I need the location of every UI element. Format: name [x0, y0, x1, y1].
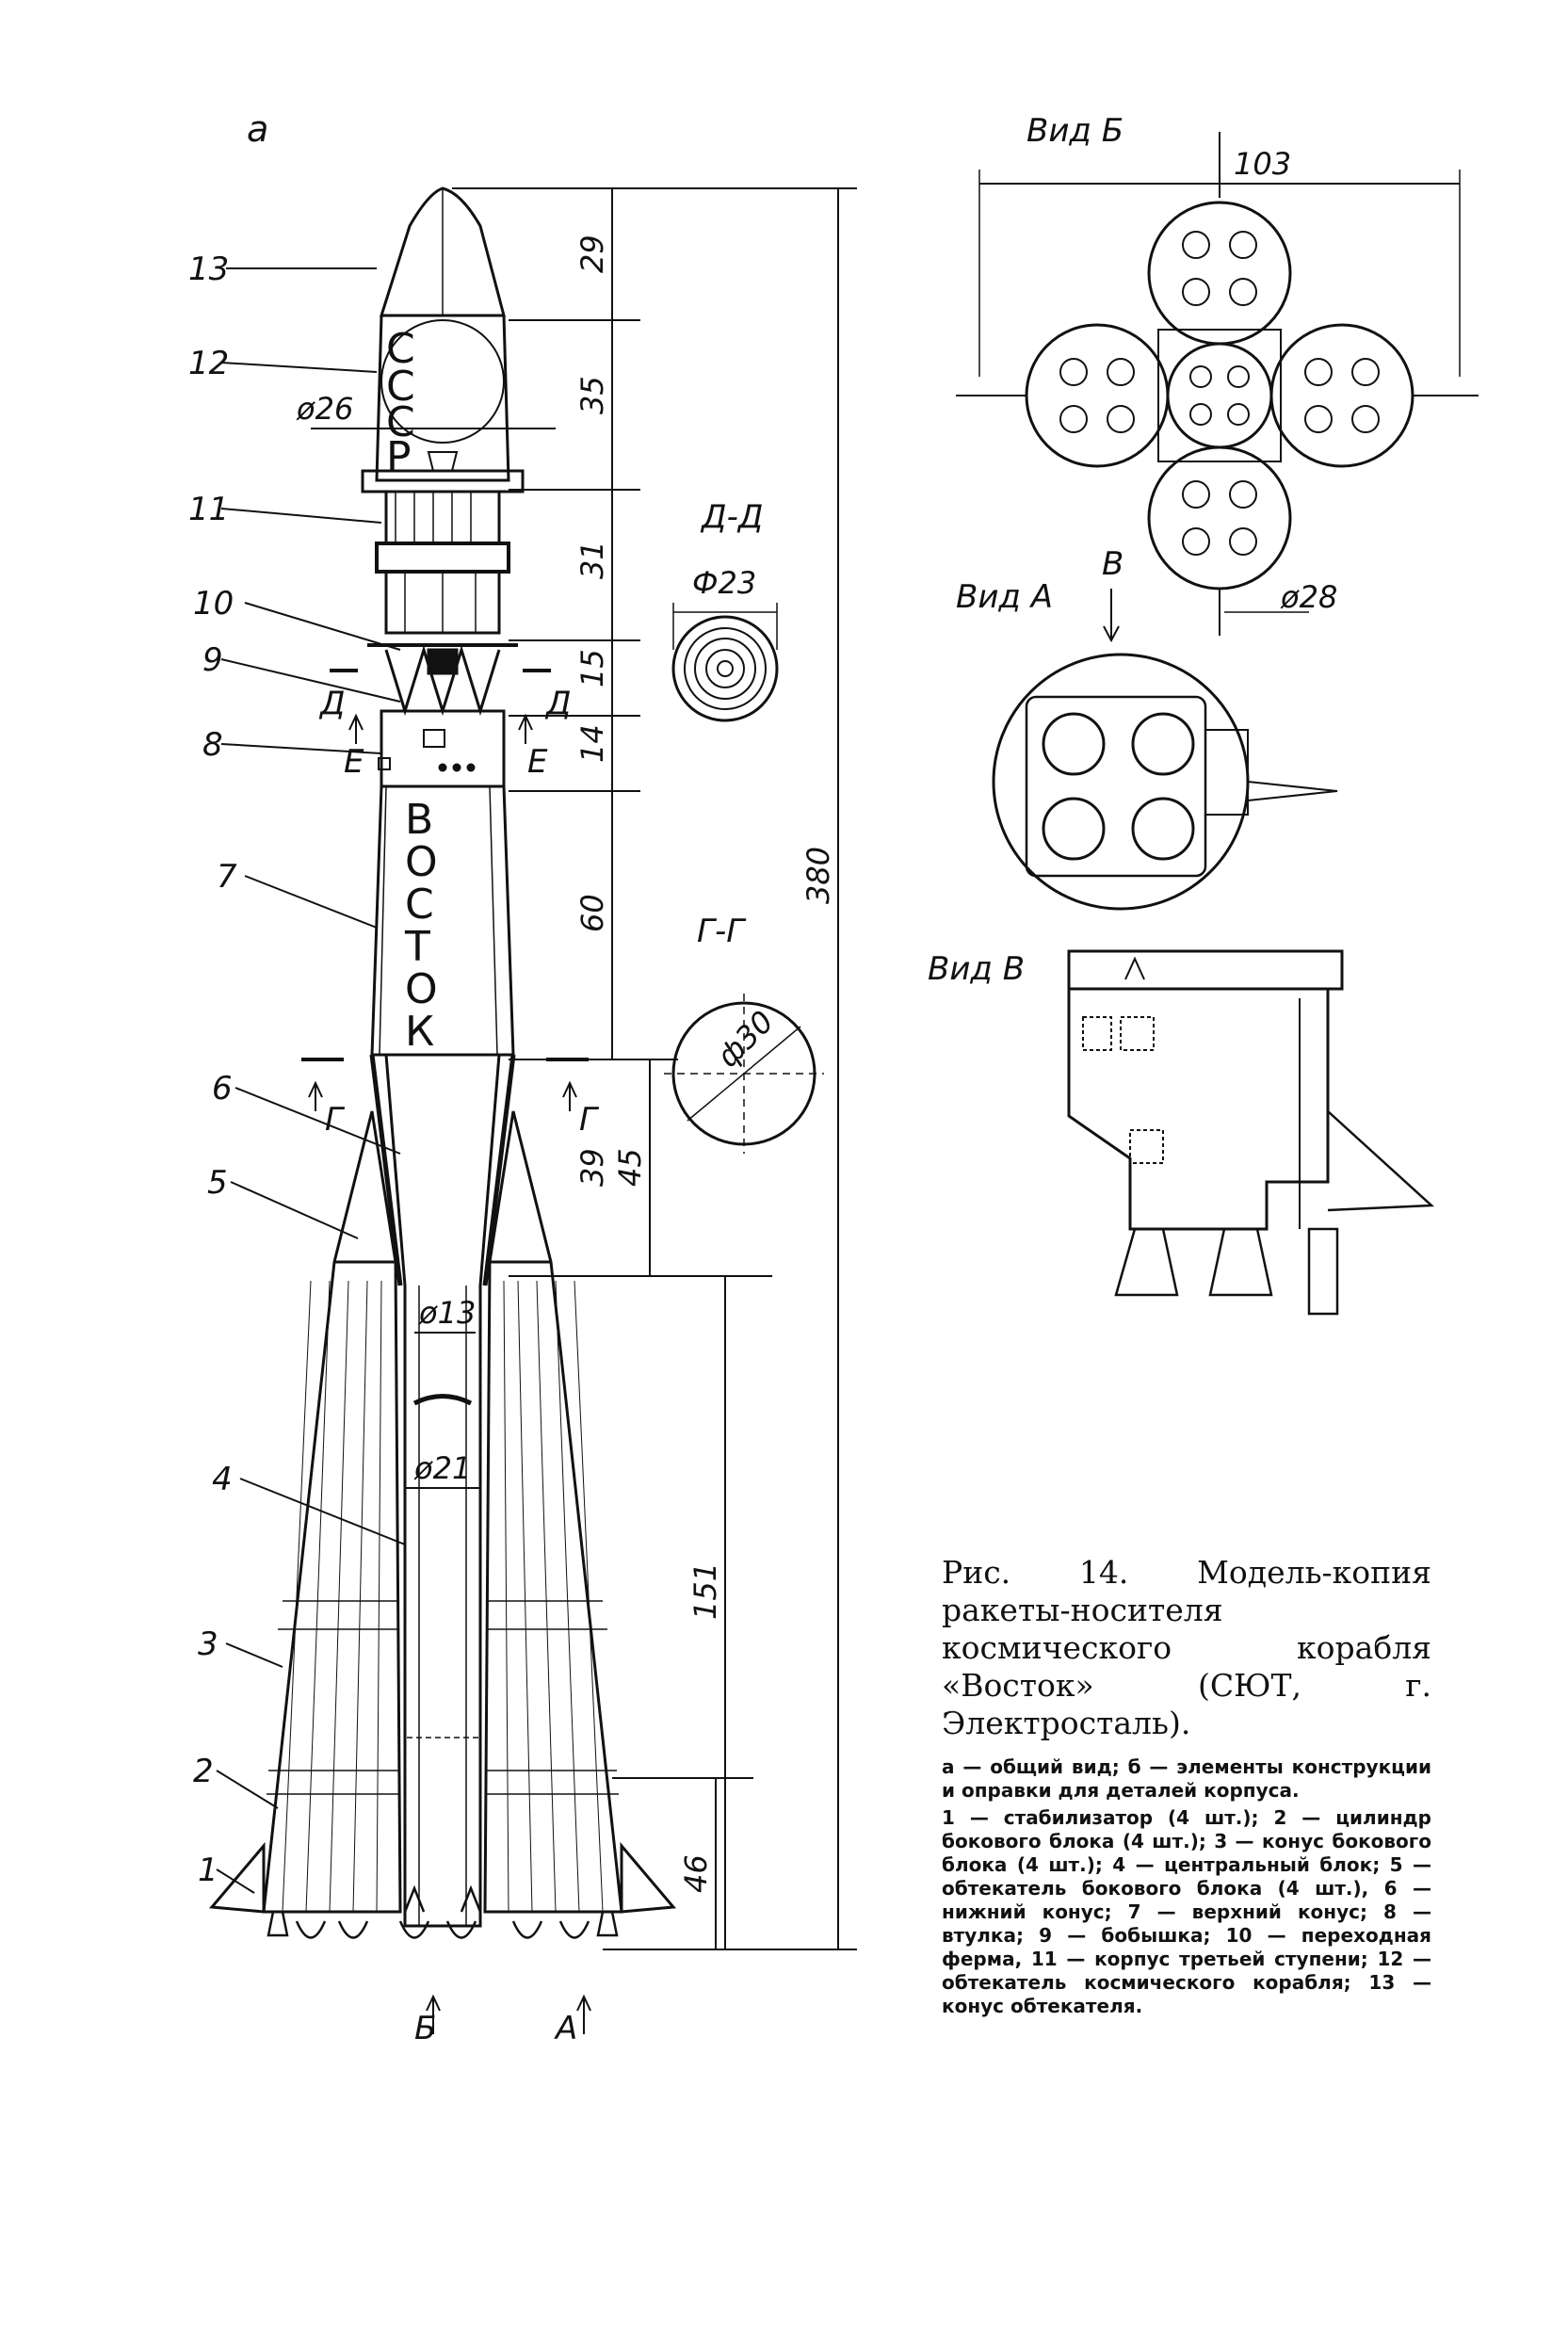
side-block-right	[483, 1110, 677, 1914]
part-number-6: 6	[212, 1070, 233, 1108]
sleeve	[378, 709, 506, 788]
dim-31: 31	[574, 541, 610, 579]
dimension-labels: 29 35 31 15 14 60 39 45 151 46 380 ø26 ø…	[296, 234, 836, 1893]
mark-e-right: Е	[527, 743, 548, 781]
dim-60: 60	[574, 894, 610, 932]
side-block-left	[208, 1110, 402, 1914]
part-number-9: 9	[202, 641, 223, 679]
part-number-3: 3	[198, 1625, 218, 1663]
dim-14: 14	[574, 724, 610, 763]
stabilizer-right	[620, 1841, 677, 1914]
dimension-lines	[311, 187, 857, 1950]
view-v	[1067, 949, 1435, 1316]
nose-cone	[379, 186, 506, 317]
dim-phi30: ф30	[710, 1004, 781, 1075]
part-number-12: 12	[188, 345, 229, 382]
dim-380: 380	[800, 847, 836, 904]
engine-nozzles	[267, 1884, 619, 1939]
figure-caption: Рис. 14. Модель-копия ракеты-носителя ко…	[942, 1554, 1431, 2022]
dim-phi23: Ф23	[692, 565, 756, 601]
dim-45: 45	[612, 1148, 648, 1187]
dim-phi13: ø13	[418, 1295, 476, 1331]
caption-title: Рис. 14. Модель-копия ракеты-носителя ко…	[942, 1554, 1431, 1741]
dim-103: 103	[1234, 146, 1291, 182]
caption-body: а — общий вид; б — элементы конструкции …	[942, 1755, 1431, 2018]
part-number-13: 13	[188, 251, 229, 288]
section-marks-rocket	[301, 669, 591, 2034]
third-stage-body	[375, 490, 510, 635]
part-number-4: 4	[212, 1461, 233, 1498]
caption-legend: 1 — стабилизатор (4 шт.); 2 — цилиндр бо…	[942, 1806, 1431, 2017]
dim-151: 151	[687, 1562, 723, 1620]
upper-cone	[370, 784, 515, 1057]
central-block	[384, 1054, 501, 1928]
part-number-2: 2	[193, 1753, 214, 1790]
mark-g-left: Г	[325, 1101, 346, 1139]
part-numbers: 13 12 11 10 9 8 7 6 5 4 3 2 1	[188, 251, 237, 1889]
view-b	[956, 132, 1479, 636]
mark-b-bottom: Б	[414, 2010, 436, 2047]
dim-35: 35	[574, 376, 610, 414]
section-dd-view	[671, 603, 779, 722]
mark-v-arrow-label: В	[1102, 545, 1123, 583]
mark-e-left: Е	[344, 743, 364, 781]
dim-39: 39	[574, 1148, 610, 1187]
part-number-1: 1	[198, 1852, 218, 1889]
view-a-arrow	[1103, 589, 1120, 643]
view-v-title: Вид В	[928, 950, 1025, 988]
mark-d-right: Д	[544, 685, 572, 722]
section-gg-view	[664, 994, 824, 1154]
dim-15: 15	[574, 649, 610, 687]
transition-truss	[367, 643, 518, 717]
dim-46: 46	[678, 1854, 714, 1893]
part-number-7: 7	[217, 858, 237, 896]
view-a-title: Вид А	[956, 578, 1053, 616]
part-number-5: 5	[207, 1164, 228, 1202]
dim-29: 29	[574, 234, 610, 273]
dim-phi26: ø26	[296, 391, 353, 427]
figure-label-a: а	[247, 108, 268, 150]
view-a	[992, 653, 1338, 911]
section-dd-title: Д-Д	[700, 498, 763, 536]
caption-line-a: а — общий вид; б — элементы конструкции …	[942, 1755, 1431, 1802]
part-number-8: 8	[202, 726, 223, 764]
section-gg-title: Г-Г	[697, 913, 747, 950]
view-b-title: Вид Б	[1026, 112, 1123, 150]
dim-phi28: ø28	[1280, 579, 1337, 615]
lower-cone	[369, 1054, 516, 1286]
part-number-10: 10	[193, 585, 234, 623]
stabilizer-left	[208, 1841, 266, 1914]
part-number-11: 11	[188, 491, 229, 528]
dim-phi21: ø21	[413, 1450, 471, 1486]
section-mark-labels: Д Д Е Е Г Г Б А	[318, 685, 600, 2047]
mark-d-left: Д	[318, 685, 346, 722]
part-leaders	[216, 267, 406, 1894]
mark-g-right: Г	[579, 1101, 600, 1139]
mark-a-bottom: А	[554, 2010, 577, 2047]
